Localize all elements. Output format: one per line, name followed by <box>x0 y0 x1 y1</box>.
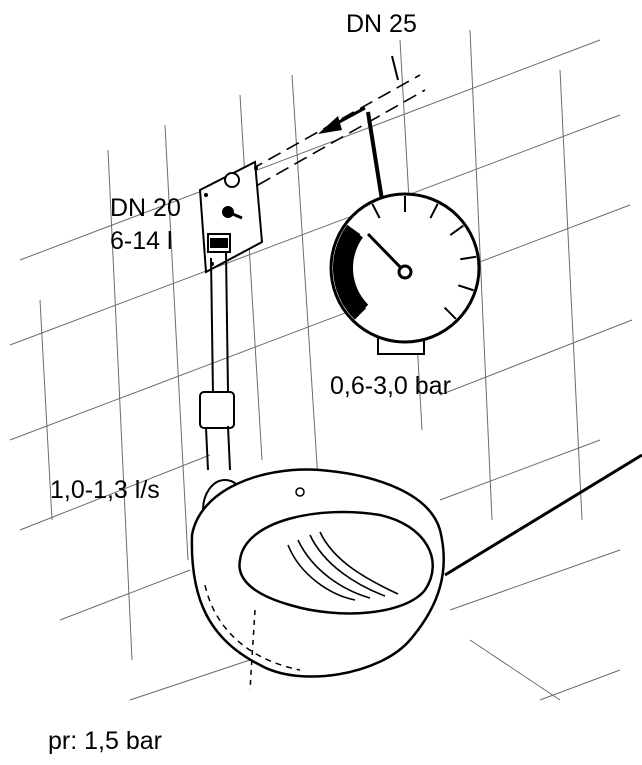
gauge-pivot <box>397 264 413 280</box>
flow-arrow <box>318 106 366 134</box>
gauge-tick <box>443 306 457 320</box>
gauge-tick <box>346 224 361 236</box>
flush-volume-label: 6-14 l <box>110 227 173 255</box>
tile-joint <box>19 39 601 261</box>
gauge-needle <box>366 232 407 274</box>
tile-joint <box>9 114 621 346</box>
gauge-ticks <box>333 196 477 320</box>
gauge-tick <box>460 255 477 261</box>
tile-joint <box>439 439 601 501</box>
gauge-tick <box>429 203 439 219</box>
gauge-tick <box>371 203 381 219</box>
tile-joint <box>59 569 191 621</box>
tile-joint <box>291 74 319 481</box>
gauge-tick <box>353 306 367 320</box>
tile-joint <box>39 299 53 521</box>
gauge-tick <box>449 224 464 236</box>
pipe-wall-line <box>257 89 426 186</box>
tile-joint <box>469 29 493 521</box>
supply-pipe-size-label: DN 25 <box>346 10 417 38</box>
tile-joint <box>539 669 621 701</box>
tile-joint <box>469 639 561 701</box>
flow-rate-label: 1,0-1,3 l/s <box>50 476 160 504</box>
tile-joint <box>19 454 211 531</box>
tile-joint <box>559 69 583 521</box>
flow-pressure-label: pr: 1,5 bar <box>48 727 162 755</box>
pressure-range-label: 0,6-3,0 bar <box>330 372 451 400</box>
bowl-leader <box>249 609 256 691</box>
supply-pipe-leader <box>391 55 399 81</box>
flush-valve-size-label: DN 20 <box>110 194 181 222</box>
pressure-gauge <box>329 111 481 355</box>
floor-wall-edge <box>444 453 642 577</box>
gauge-tick <box>333 255 350 261</box>
tile-joint <box>9 204 631 441</box>
tile-joint <box>164 124 189 561</box>
flush-spreader <box>287 531 399 601</box>
tile-joint <box>449 549 621 611</box>
gauge-tick <box>336 284 353 292</box>
tile-joint <box>439 319 633 396</box>
flush-valve <box>198 160 264 274</box>
gauge-tick <box>457 284 474 292</box>
tile-joint <box>239 94 263 461</box>
gauge-connection-line <box>366 111 384 201</box>
wc-bowl <box>190 468 445 691</box>
tile-joint <box>107 149 133 661</box>
gauge-highlight-band <box>333 225 369 319</box>
flush-pipe <box>199 251 235 471</box>
